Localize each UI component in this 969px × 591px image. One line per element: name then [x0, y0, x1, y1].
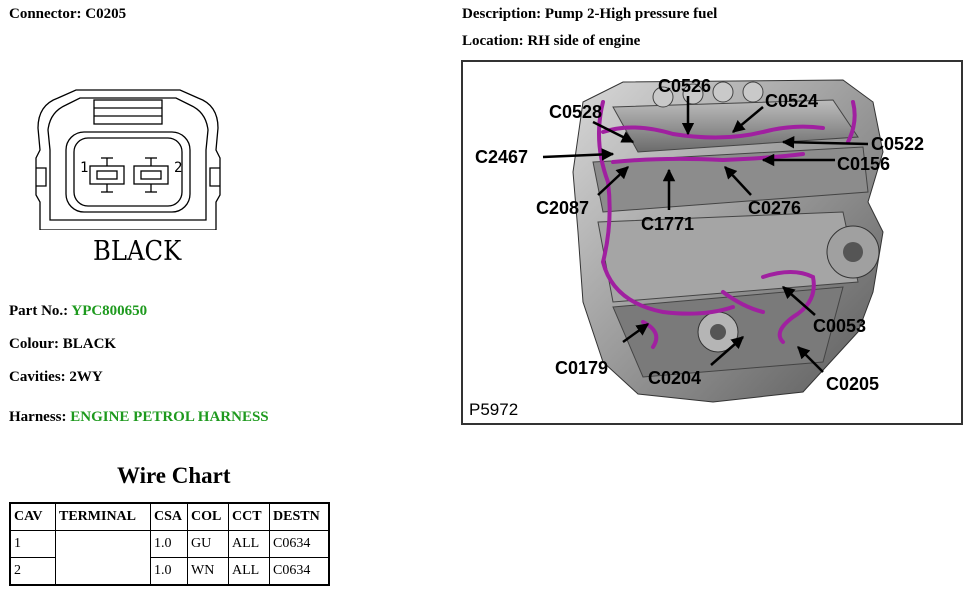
cell-cav: 2: [9, 557, 56, 586]
col-cct-header: CCT: [228, 502, 270, 531]
pin-1-label: 1: [80, 160, 88, 176]
description-value: Pump 2-High pressure fuel: [544, 6, 718, 22]
cavities-value: 2WY: [69, 369, 103, 385]
harness-line: Harness: ENGINE PETROL HARNESS: [9, 409, 269, 426]
location-label: Location:: [462, 33, 524, 49]
callout-c0524: C0524: [765, 91, 818, 111]
callout-c0276: C0276: [748, 198, 801, 218]
cell-col: WN: [187, 557, 229, 586]
connector-line: Connector: C0205: [9, 6, 126, 23]
col-destn-header: DESTN: [269, 502, 330, 531]
cell-terminal: [55, 530, 151, 586]
location-value: RH side of engine: [527, 33, 641, 49]
part-no-line: Part No.: YPC800650: [9, 303, 147, 320]
cell-destn: C0634: [269, 557, 330, 586]
colour-label: Colour:: [9, 336, 59, 352]
cavities-label: Cavities:: [9, 369, 66, 385]
description-label: Description:: [462, 6, 542, 22]
table-row: 1 1.0 GU ALL C0634: [9, 530, 330, 586]
callout-arrows: [542, 96, 869, 373]
cavities-line: Cavities: 2WY: [9, 369, 103, 386]
harness-label: Harness:: [9, 409, 67, 425]
colour-value: BLACK: [62, 336, 117, 352]
callout-c0528: C0528: [549, 102, 602, 122]
connector-face-drawing: 1 2: [35, 89, 221, 230]
harness-link[interactable]: ENGINE PETROL HARNESS: [70, 409, 269, 425]
cell-csa: 1.0: [150, 530, 188, 558]
callout-labels: C0526 C0524 C0528 C0522 C2467 C0156 C208…: [475, 76, 924, 394]
connector-value: C0205: [85, 6, 127, 22]
col-col-header: COL: [187, 502, 229, 531]
callout-c0179: C0179: [555, 358, 608, 378]
callout-c2087: C2087: [536, 198, 589, 218]
col-terminal-header: TERMINAL: [55, 502, 151, 531]
cell-col: GU: [187, 530, 229, 558]
location-line: Location: RH side of engine: [462, 33, 640, 50]
cell-destn: C0634: [269, 530, 330, 558]
callout-c0053: C0053: [813, 316, 866, 336]
colour-line: Colour: BLACK: [9, 336, 116, 353]
harness-routing: [597, 100, 857, 349]
connector-color-caption: BLACK: [93, 236, 182, 267]
description-line: Description: Pump 2-High pressure fuel: [462, 6, 717, 23]
wire-chart-title: Wire Chart: [117, 463, 231, 488]
col-csa-header: CSA: [150, 502, 188, 531]
connector-label: Connector:: [9, 6, 82, 22]
callout-c1771: C1771: [641, 214, 694, 234]
cell-cav: 1: [9, 530, 56, 558]
col-cav-header: CAV: [9, 502, 56, 531]
table-row: 2 1.0 WN ALL C0634: [9, 557, 330, 586]
callout-c2467: C2467: [475, 147, 528, 167]
cell-cct: ALL: [228, 530, 270, 558]
callout-c0204: C0204: [648, 368, 701, 388]
wire-chart-table: CAV TERMINAL CSA COL CCT DESTN 1 1.0 GU …: [9, 502, 330, 586]
pin-2-label: 2: [174, 160, 182, 176]
callout-c0156: C0156: [837, 154, 890, 174]
part-no-link[interactable]: YPC800650: [71, 303, 148, 319]
image-reference: P5972: [469, 400, 518, 419]
engine-illustration: C0526 C0524 C0528 C0522 C2467 C0156 C208…: [469, 76, 924, 419]
wire-chart-header-row: CAV TERMINAL CSA COL CCT DESTN: [9, 502, 330, 531]
cell-cct: ALL: [228, 557, 270, 586]
engine-location-image: C0526 C0524 C0528 C0522 C2467 C0156 C208…: [461, 60, 963, 425]
callout-c0526: C0526: [658, 76, 711, 96]
cell-csa: 1.0: [150, 557, 188, 586]
callout-c0522: C0522: [871, 134, 924, 154]
part-no-label: Part No.:: [9, 303, 69, 319]
callout-c0205: C0205: [826, 374, 879, 394]
